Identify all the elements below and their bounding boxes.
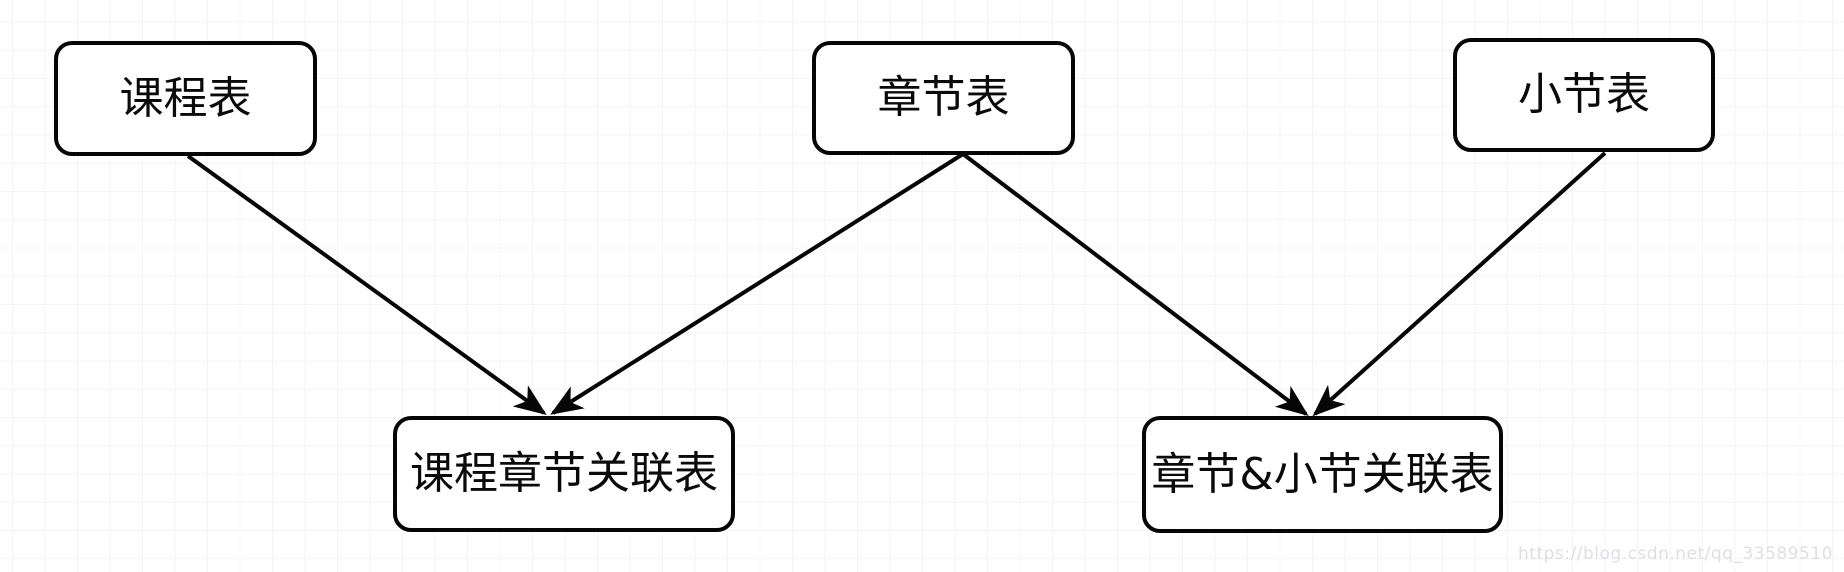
node-course-chapter-link-table-label: 课程章节关联表 xyxy=(410,448,718,499)
node-section-table: 小节表 xyxy=(1453,38,1715,152)
edge-chapter-to-course-chapter xyxy=(553,152,965,413)
edge-chapter-to-chapter-section xyxy=(961,152,1306,414)
watermark-url: https://blog.csdn.net/qq_33589510 xyxy=(1518,544,1833,564)
node-course-table: 课程表 xyxy=(54,41,317,156)
node-chapter-section-link-table: 章节&小节关联表 xyxy=(1142,416,1503,533)
node-course-chapter-link-table: 课程章节关联表 xyxy=(393,416,735,532)
node-course-table-label: 课程表 xyxy=(119,72,252,124)
node-chapter-section-link-table-label: 章节&小节关联表 xyxy=(1151,448,1494,500)
node-chapter-table-label: 章节表 xyxy=(877,72,1010,123)
edge-course-to-course-chapter xyxy=(186,154,544,413)
node-chapter-table: 章节表 xyxy=(812,41,1075,155)
edge-section-to-chapter-section xyxy=(1315,151,1607,414)
node-section-table-label: 小节表 xyxy=(1518,69,1650,120)
